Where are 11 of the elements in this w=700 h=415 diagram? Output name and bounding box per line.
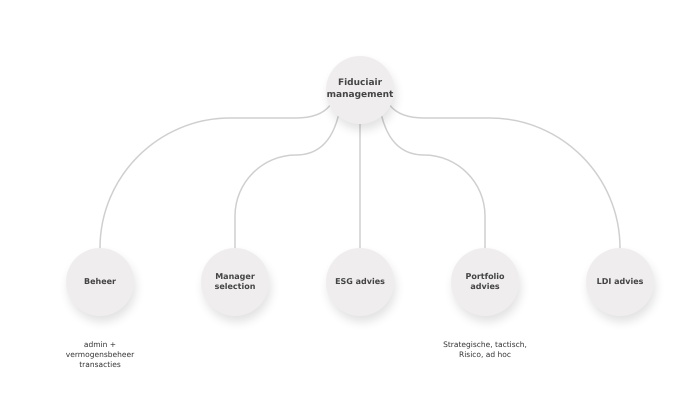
node-label: Fiduciair management	[326, 78, 394, 102]
connector-line	[381, 116, 486, 248]
node-label: Beheer	[84, 276, 116, 288]
node-label: Manager selection	[214, 272, 256, 292]
connector-line	[99, 105, 330, 249]
connector-line	[390, 105, 621, 249]
node-label: Portfolio advies	[464, 272, 506, 292]
node-label: ESG advies	[335, 276, 385, 288]
connector-line	[234, 116, 339, 248]
connector-line	[359, 124, 361, 248]
node-label: LDI advies	[596, 276, 644, 288]
